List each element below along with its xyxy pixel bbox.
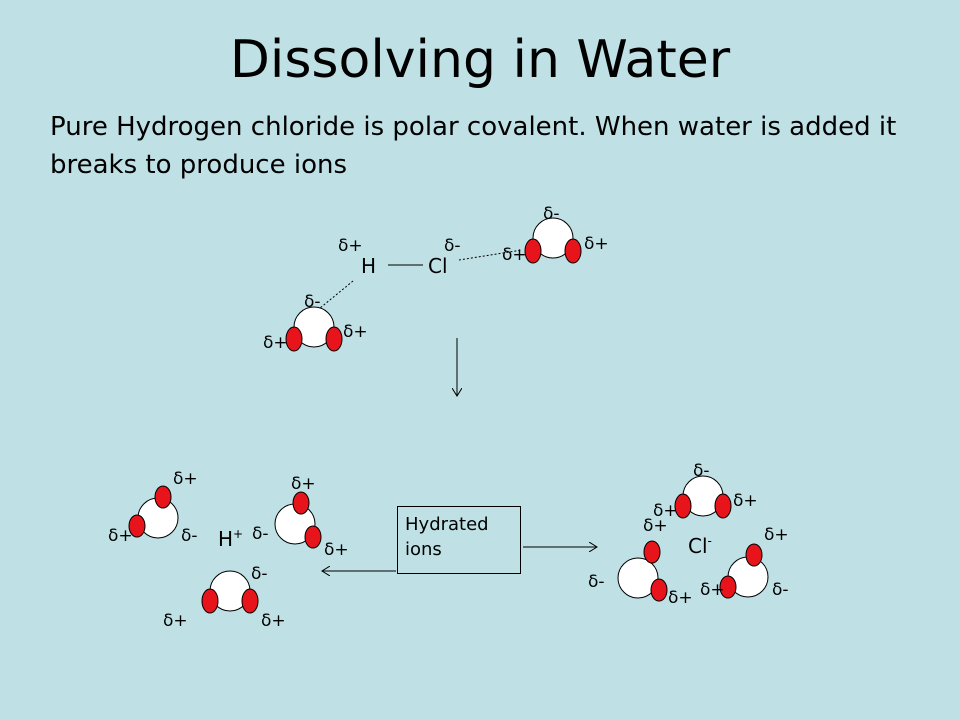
hydrogen-atom <box>745 543 763 567</box>
partial-positive-label: δ+ <box>343 322 368 342</box>
partial-negative-label: δ- <box>693 461 710 481</box>
hydrogen-atom <box>154 485 172 509</box>
water-molecule: δ+ δ- δ+ <box>252 474 349 560</box>
oxygen-atom <box>617 557 659 599</box>
hydrogen-atom <box>201 588 219 614</box>
hydrogen-atom <box>650 578 668 602</box>
chloride-ion-label: Cl- <box>688 534 712 558</box>
slide-title: Dissolving in Water <box>229 30 731 90</box>
hydrogen-atom <box>325 326 343 352</box>
hydrogen-attraction-dash <box>313 280 354 314</box>
partial-positive-label: δ+ <box>324 540 349 560</box>
hydrated-ions-box: Hydrated ions <box>397 506 521 574</box>
water-molecule: δ+ δ+ δ- <box>108 469 198 546</box>
hydrogen-atom <box>643 540 661 564</box>
hydrogen-atom <box>524 238 542 264</box>
partial-positive-label: δ+ <box>291 474 316 494</box>
hydrogen-atom <box>241 588 259 614</box>
partial-positive-label: δ+ <box>733 491 758 511</box>
partial-positive-label: δ+ <box>653 501 678 521</box>
hcl-hydrogen-label: H <box>361 254 376 278</box>
hydrogen-atom <box>285 326 303 352</box>
hydrogen-atom <box>304 525 322 549</box>
partial-positive-label: δ+ <box>668 588 693 608</box>
water-molecule: δ- δ+ δ+ <box>653 461 758 521</box>
hcl-h-charge: δ+ <box>338 236 363 256</box>
water-molecule: δ- δ+ δ+ <box>502 204 609 265</box>
water-molecule: δ+ δ- δ+ <box>588 516 693 608</box>
hydrogen-atom <box>564 238 582 264</box>
partial-positive-label: δ+ <box>643 516 668 536</box>
hcl-chlorine-label: Cl <box>428 254 448 278</box>
partial-positive-label: δ+ <box>261 611 286 631</box>
partial-negative-label: δ- <box>181 526 198 546</box>
water-molecule: δ+ δ+ δ- <box>700 525 789 600</box>
partial-positive-label: δ+ <box>502 245 527 265</box>
partial-negative-label: δ- <box>304 292 321 312</box>
partial-negative-label: δ- <box>588 572 605 592</box>
water-molecule: δ- δ+ δ+ <box>263 292 368 353</box>
partial-negative-label: δ- <box>772 580 789 600</box>
partial-negative-label: δ- <box>251 564 268 584</box>
partial-positive-label: δ+ <box>700 580 725 600</box>
partial-positive-label: δ+ <box>764 525 789 545</box>
hydrogen-atom <box>292 491 310 515</box>
partial-negative-label: δ- <box>543 204 560 224</box>
partial-positive-label: δ+ <box>173 469 198 489</box>
partial-negative-label: δ- <box>252 524 269 544</box>
chlorine-attraction-dash <box>458 249 523 261</box>
partial-positive-label: δ+ <box>584 234 609 254</box>
slide-subtitle: Pure Hydrogen chloride is polar covalent… <box>50 112 897 180</box>
oxygen-atom <box>532 217 574 259</box>
partial-positive-label: δ+ <box>163 611 188 631</box>
partial-positive-label: δ+ <box>108 526 133 546</box>
hydrogen-atom <box>128 514 146 538</box>
hydrogen-ion-label: H+ <box>218 527 243 551</box>
hydrogen-atom <box>719 575 737 599</box>
water-molecule: δ- δ+ δ+ <box>163 564 286 631</box>
hcl-cl-charge: δ- <box>444 236 461 256</box>
hydrogen-atom <box>714 493 732 519</box>
partial-positive-label: δ+ <box>263 333 288 353</box>
hydrogen-atom <box>674 493 692 519</box>
